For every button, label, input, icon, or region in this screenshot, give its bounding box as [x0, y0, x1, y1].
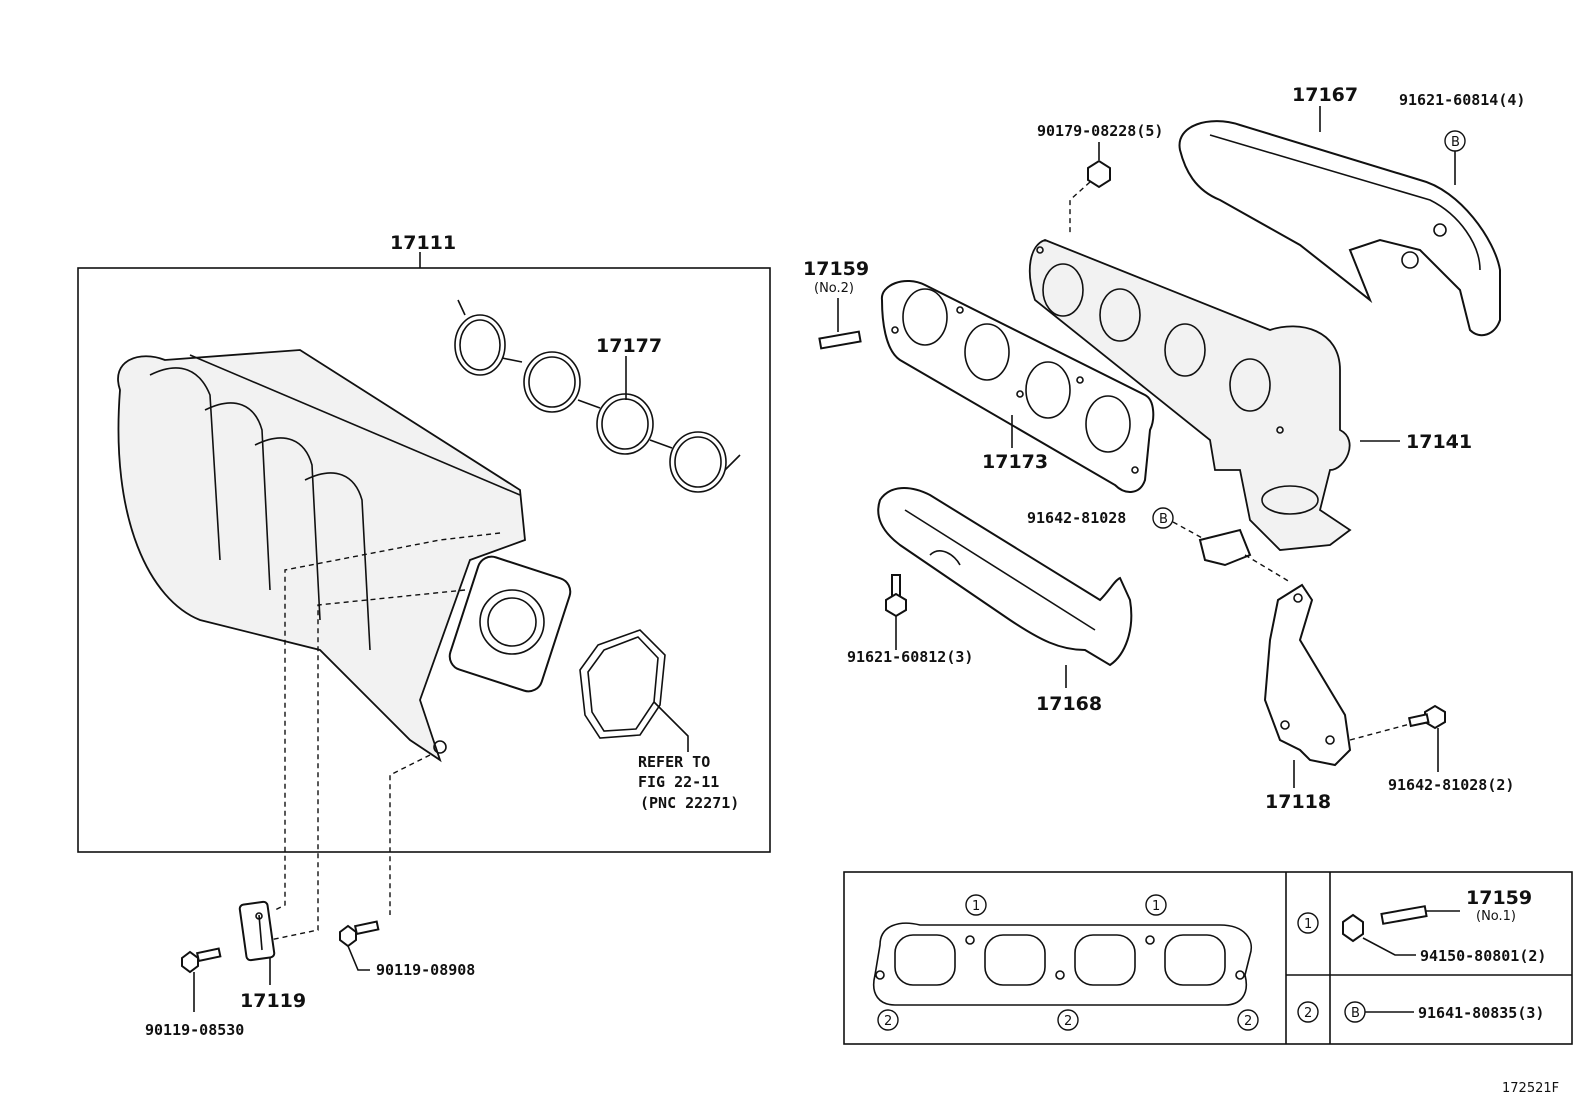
intake-manifold-group-box: [77, 267, 771, 853]
svg-text:2: 2: [1244, 1014, 1252, 1029]
bolt-91621-60812: [885, 574, 907, 618]
bracket-17119: [238, 900, 276, 962]
bracket-clamp: [1198, 528, 1252, 567]
nut-90179-08228: [1087, 159, 1111, 189]
label-17159-no1-sub: (No.1): [1476, 909, 1516, 924]
table-marker-2: [1297, 1001, 1319, 1023]
label-91642-81028-2: 91642-81028(2): [1388, 776, 1514, 794]
intake-manifold: [117, 349, 572, 763]
svg-text:B: B: [1351, 1006, 1360, 1021]
marker-2-left: [877, 1009, 899, 1031]
marker-b-mid: [1152, 507, 1174, 529]
reference-table: [843, 871, 1573, 1045]
bolt-90119-08908: [339, 920, 380, 948]
nut-94150-80801: [1342, 913, 1364, 943]
marker-2-middle: [1057, 1009, 1079, 1031]
throttle-gasket: [579, 629, 666, 739]
svg-text:1: 1: [972, 899, 980, 914]
label-91621-60814: 91621-60814(4): [1399, 91, 1525, 109]
label-90179-08228: 90179-08228(5): [1037, 122, 1163, 140]
label-91642-81028-b: 91642-81028: [1027, 509, 1126, 527]
figure-id: 172521F: [1502, 1081, 1559, 1096]
label-17177: 17177: [596, 335, 662, 357]
label-94150-80801: 94150-80801(2): [1420, 947, 1546, 965]
svg-text:1: 1: [1304, 917, 1312, 932]
marker-1-left: [965, 894, 987, 916]
gasket-17177: [454, 299, 741, 493]
svg-text:2: 2: [1064, 1014, 1072, 1029]
label-17167: 17167: [1292, 84, 1358, 106]
refer-line1: REFER TO: [638, 753, 710, 771]
marker-2-right: [1237, 1009, 1259, 1031]
svg-text:2: 2: [884, 1014, 892, 1029]
label-17118: 17118: [1265, 791, 1331, 813]
bracket-17118: [1263, 583, 1352, 767]
refer-line2: FIG 22-11: [638, 773, 719, 791]
label-91641-80835: 91641-80835(3): [1418, 1004, 1544, 1022]
label-90119-08908: 90119-08908: [376, 961, 475, 979]
svg-text:2: 2: [1304, 1006, 1312, 1021]
stud-17159-no2: [818, 330, 862, 350]
label-17141: 17141: [1406, 431, 1472, 453]
label-17168: 17168: [1036, 693, 1102, 715]
label-17159-no2-sub: (No.2): [814, 281, 854, 296]
label-17119: 17119: [240, 990, 306, 1012]
label-90119-08530: 90119-08530: [145, 1021, 244, 1039]
label-17111: 17111: [390, 232, 456, 254]
exhaust-gasket-17173: [880, 280, 1155, 493]
stud-17159-no1: [1380, 905, 1428, 925]
label-17173: 17173: [982, 451, 1048, 473]
table-marker-1: [1297, 912, 1319, 934]
svg-text:B: B: [1451, 135, 1460, 150]
label-17159-no2: 17159: [803, 258, 869, 280]
refer-line3: (PNC 22271): [640, 794, 739, 812]
exhaust-manifold-17141: [1028, 239, 1352, 551]
bolt-91642-81028-2: [1407, 704, 1446, 730]
gasket-diagram-table: [873, 922, 1252, 1006]
label-91621-60812: 91621-60812(3): [847, 648, 973, 666]
heat-insulator-17168: [877, 487, 1133, 667]
svg-text:B: B: [1159, 512, 1168, 527]
bolt-90119-08530: [181, 947, 222, 974]
marker-1-right: [1145, 894, 1167, 916]
heat-insulator-17167: [1178, 120, 1501, 337]
svg-text:1: 1: [1152, 899, 1160, 914]
label-17159-no1: 17159: [1466, 887, 1532, 909]
